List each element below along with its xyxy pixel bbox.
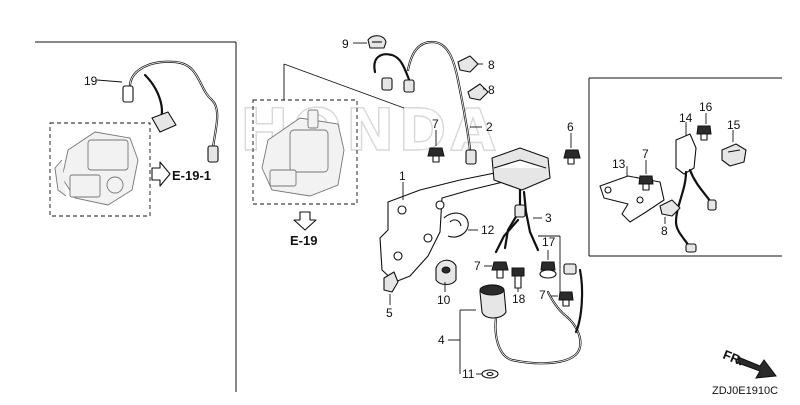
part-17-bolt[interactable] bbox=[539, 261, 557, 279]
callout-11[interactable]: 11 bbox=[462, 367, 475, 381]
part-2-cable[interactable] bbox=[373, 40, 477, 165]
part-8-clip-right[interactable] bbox=[659, 199, 681, 217]
left-frame bbox=[35, 41, 237, 392]
part-8-clip-upper[interactable] bbox=[457, 55, 479, 73]
part-12-clamp[interactable] bbox=[443, 212, 469, 238]
callout-7[interactable]: 7 bbox=[474, 259, 481, 273]
part-13-bracket[interactable] bbox=[599, 175, 665, 223]
part-11-washer[interactable] bbox=[481, 369, 499, 379]
ref-e19[interactable]: E-19 bbox=[290, 233, 317, 248]
part-18-bolt[interactable] bbox=[511, 267, 525, 289]
callout-13[interactable]: 13 bbox=[612, 157, 626, 171]
callout-1[interactable]: 1 bbox=[399, 169, 406, 183]
part-15-clip[interactable] bbox=[721, 143, 747, 167]
part-7-bolt-top[interactable] bbox=[427, 147, 445, 163]
part-6-screw[interactable] bbox=[563, 149, 581, 165]
part-9-clip[interactable] bbox=[367, 35, 387, 49]
callout-7[interactable]: 7 bbox=[432, 117, 439, 131]
inset-box-e19-1 bbox=[49, 122, 151, 217]
part-5-clip[interactable] bbox=[383, 271, 399, 293]
callout-5[interactable]: 5 bbox=[386, 306, 393, 320]
part-7-bolt-middle[interactable] bbox=[491, 261, 509, 279]
diagram-code: ZDJ0E1910C bbox=[712, 385, 778, 397]
right-frame bbox=[588, 77, 782, 257]
ref-e19-1[interactable]: E-19-1 bbox=[172, 168, 211, 183]
arrow-down-icon bbox=[293, 211, 317, 231]
callout-17[interactable]: 17 bbox=[542, 235, 556, 249]
callout-labels: 19 9 8 8 7 2 6 1 3 12 17 7 18 7 10 5 4 1… bbox=[84, 37, 741, 381]
arrow-right-icon bbox=[151, 161, 171, 187]
callout-8[interactable]: 8 bbox=[661, 224, 668, 238]
switch-module[interactable] bbox=[491, 147, 551, 191]
front-arrow-icon bbox=[737, 356, 777, 379]
callout-12[interactable]: 12 bbox=[481, 223, 495, 237]
part-14-switch[interactable] bbox=[674, 133, 717, 253]
part-16-screw[interactable] bbox=[696, 125, 712, 141]
part-7-bolt-right[interactable] bbox=[638, 175, 654, 191]
callout-15[interactable]: 15 bbox=[727, 118, 741, 132]
inset-coil-unit bbox=[54, 131, 139, 206]
callout-9[interactable]: 9 bbox=[342, 37, 349, 51]
part-19-cable[interactable] bbox=[122, 60, 219, 163]
part-1-bracket[interactable] bbox=[379, 167, 529, 283]
callout-18[interactable]: 18 bbox=[512, 292, 526, 306]
part-10-grommet[interactable] bbox=[435, 259, 457, 286]
inset-ignition-coil bbox=[261, 109, 345, 197]
callout-14[interactable]: 14 bbox=[679, 111, 693, 125]
callout-8[interactable]: 8 bbox=[488, 83, 495, 97]
front-indicator-label: FR. bbox=[721, 347, 746, 369]
part-3-harness[interactable] bbox=[494, 188, 540, 254]
callout-6[interactable]: 6 bbox=[567, 120, 574, 134]
callout-4[interactable]: 4 bbox=[438, 333, 445, 347]
callout-10[interactable]: 10 bbox=[437, 293, 451, 307]
callout-7[interactable]: 7 bbox=[539, 288, 546, 302]
callout-16[interactable]: 16 bbox=[699, 100, 713, 114]
part-4-sensor[interactable] bbox=[479, 263, 584, 365]
callout-2[interactable]: 2 bbox=[486, 120, 493, 134]
inset-box-e19 bbox=[252, 99, 358, 205]
callout-3[interactable]: 3 bbox=[545, 211, 552, 225]
part-7-bolt-lower[interactable] bbox=[558, 291, 574, 307]
callout-19[interactable]: 19 bbox=[84, 74, 98, 88]
callout-7[interactable]: 7 bbox=[642, 147, 649, 161]
callout-8[interactable]: 8 bbox=[488, 58, 495, 72]
part-8-clip-middle[interactable] bbox=[467, 83, 489, 101]
